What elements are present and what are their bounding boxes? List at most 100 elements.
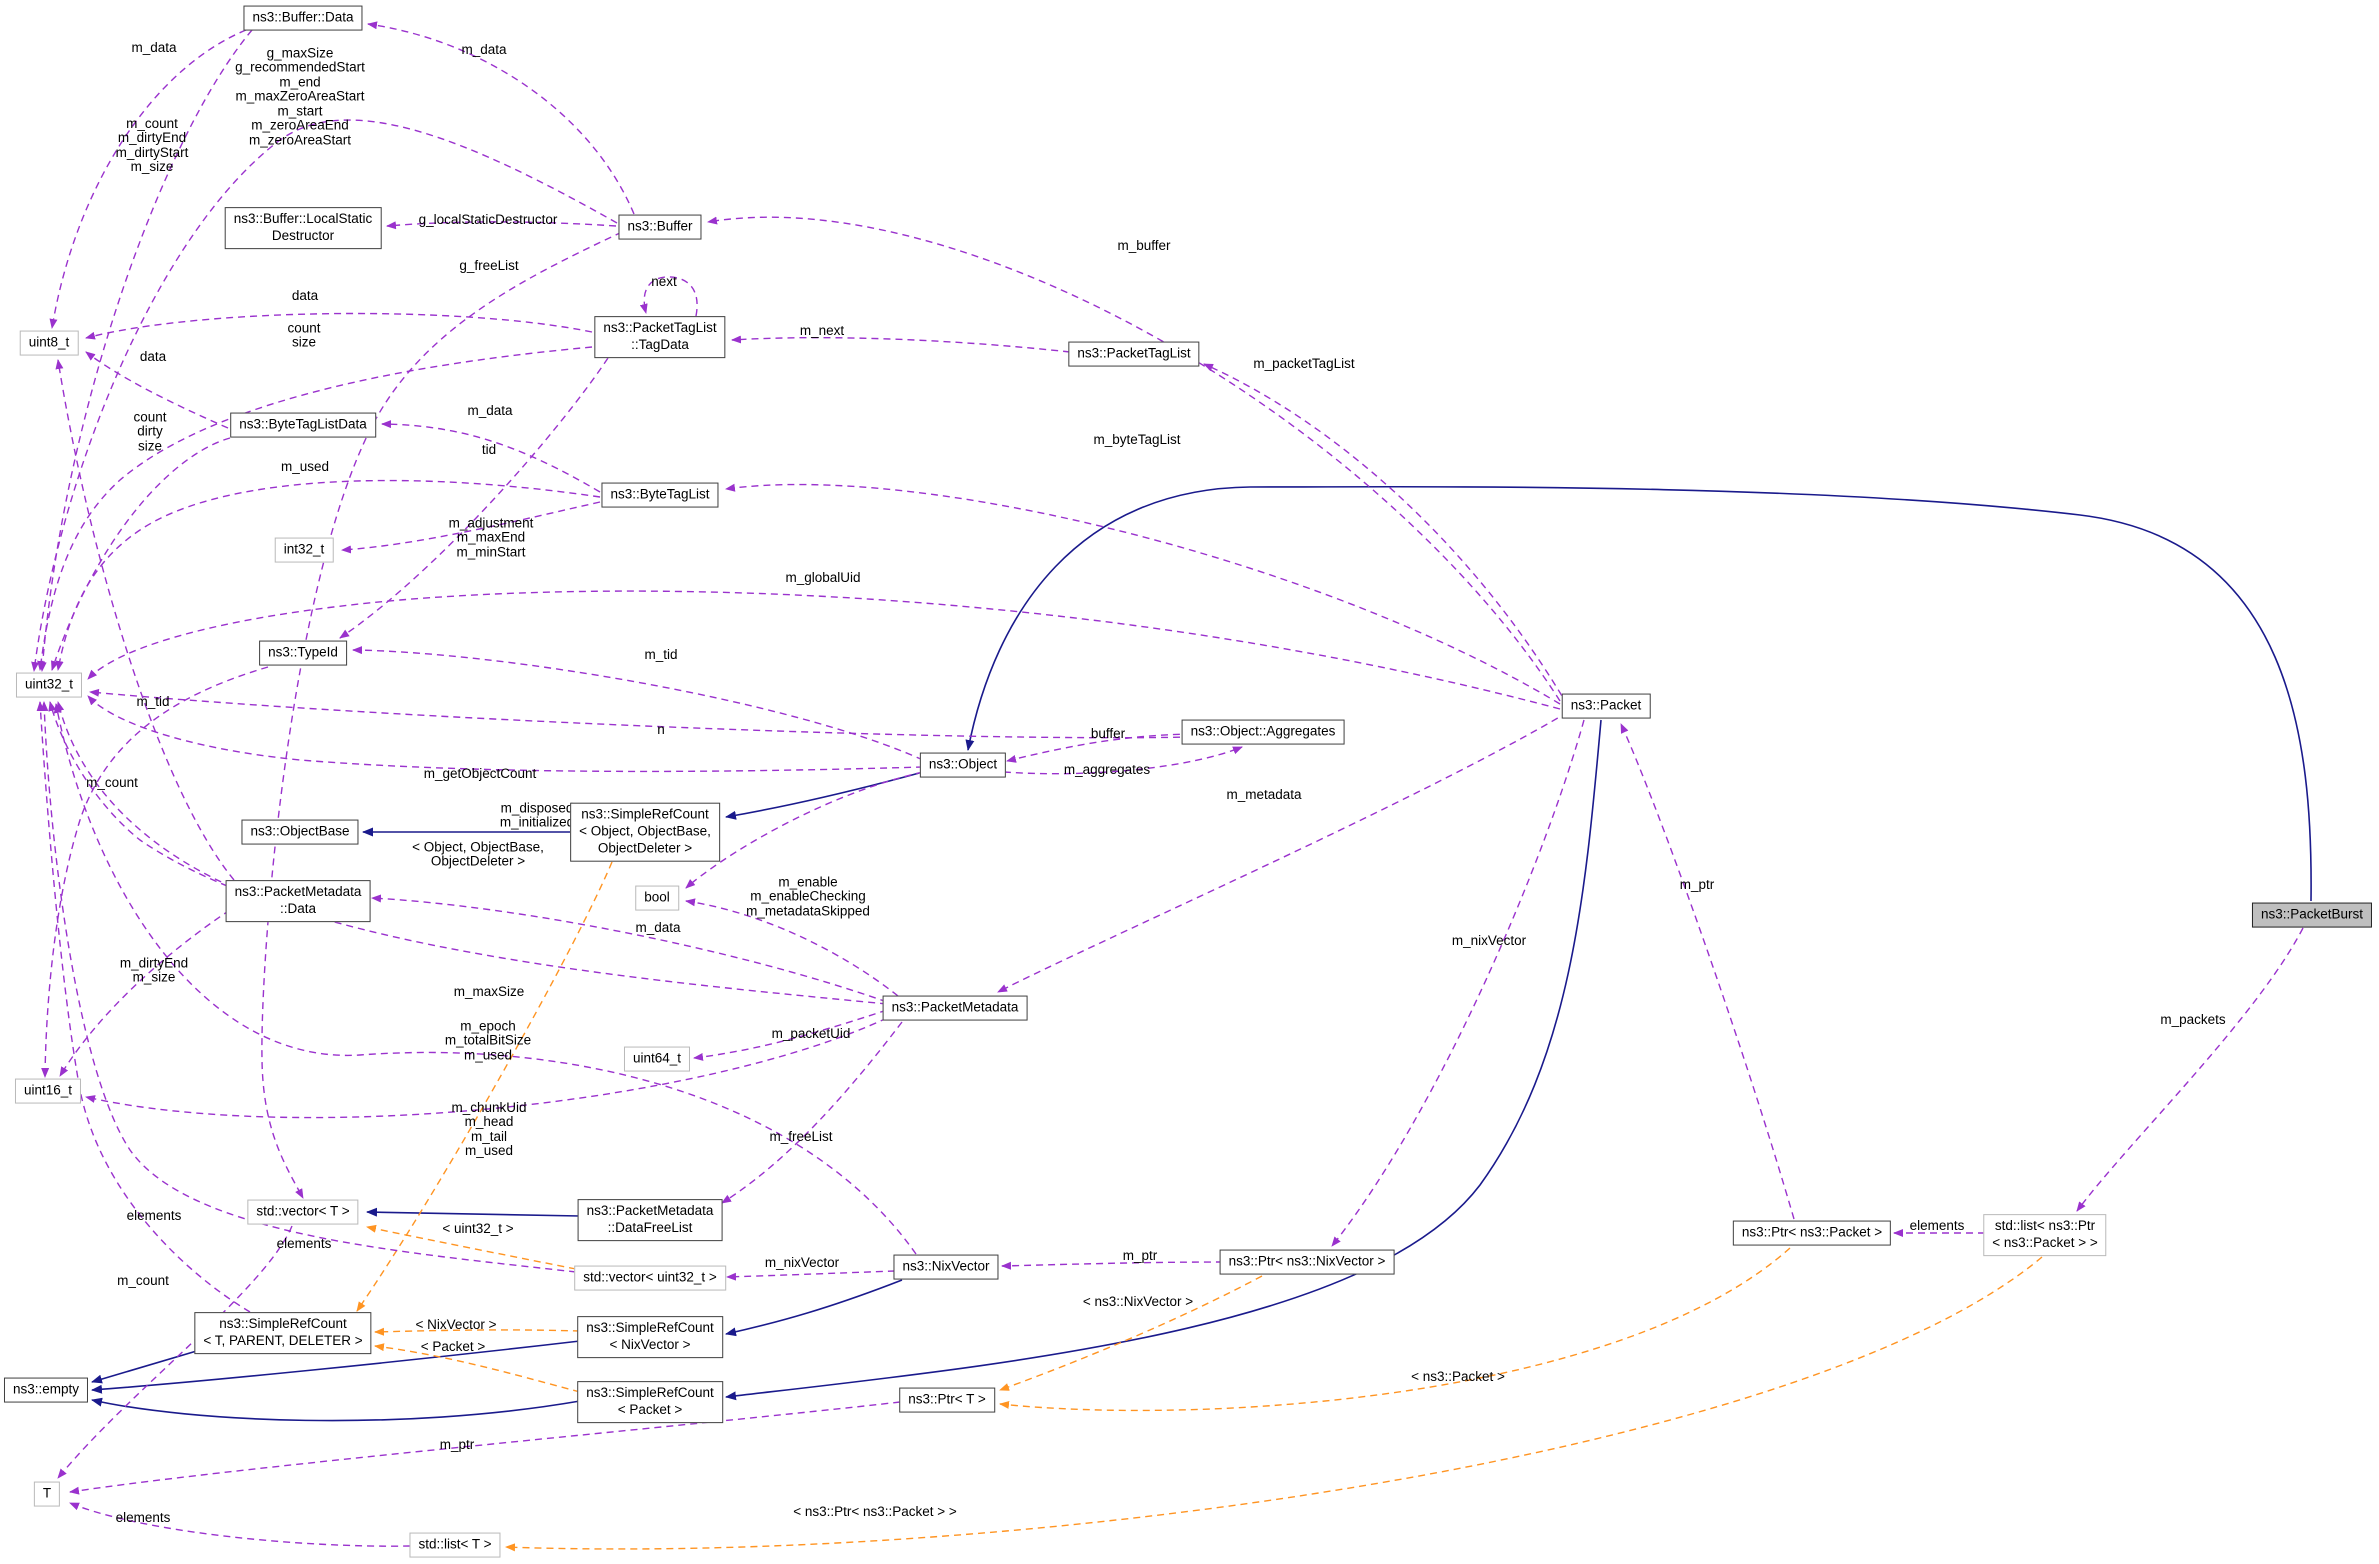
node-objectbase[interactable]: ns3::ObjectBase	[241, 819, 359, 845]
edge-label-m-count-srctpd: m_count	[117, 1272, 169, 1288]
edge-listptr-to-listt-template	[505, 1256, 2043, 1552]
edge-label-m-data-bytetaglist: m_data	[467, 402, 513, 418]
edge-packet-to-uint32-globaluid	[87, 590, 1561, 710]
node-packetmetadata-datafreelist[interactable]: ns3::PacketMetadata ::DataFreeList	[577, 1199, 723, 1241]
node-packettaglist-tagdata[interactable]: ns3::PacketTagList ::TagData	[594, 316, 726, 358]
edge-label-count-size: count size	[287, 320, 321, 350]
edge-srcpacket-to-empty	[91, 1397, 581, 1422]
edge-label-m-aggregates: m_aggregates	[1063, 761, 1151, 777]
edge-bytetaglist-to-uint32	[55, 479, 601, 671]
edge-object-to-bool	[685, 771, 924, 889]
node-packet[interactable]: ns3::Packet	[1561, 693, 1651, 719]
edge-label-m-nixvector-vector: m_nixVector	[764, 1254, 840, 1270]
node-t: T	[33, 1481, 61, 1507]
node-buffer-data[interactable]: ns3::Buffer::Data	[243, 5, 363, 31]
node-simplerefcount-packet[interactable]: ns3::SimpleRefCount < Packet >	[577, 1381, 723, 1423]
edge-srctpd-to-uint32	[36, 701, 251, 1313]
node-packetmetadata-data[interactable]: ns3::PacketMetadata ::Data	[225, 880, 371, 922]
edge-ptrt-to-t	[69, 1401, 901, 1495]
edge-label-m-freelist: m_freeList	[769, 1128, 833, 1144]
node-typeid[interactable]: ns3::TypeId	[259, 640, 347, 666]
edge-buffer-to-vector-freelist	[261, 231, 623, 1199]
edge-label-m-adjustment: m_adjustment m_maxEnd m_minStart	[448, 515, 534, 560]
edge-packetmetadata-to-datafreelist	[721, 1021, 903, 1204]
edge-aggregates-to-object	[1006, 733, 1193, 763]
edge-label-m-used: m_used	[280, 458, 330, 474]
edge-pmddata-to-uint16	[59, 909, 231, 1077]
edge-typeid-to-uint16	[41, 666, 269, 1078]
node-packetmetadata[interactable]: ns3::PacketMetadata	[882, 995, 1028, 1021]
node-buffer[interactable]: ns3::Buffer	[618, 214, 702, 240]
edge-label-m-dirtyend-size: m_dirtyEnd m_size	[119, 955, 189, 985]
node-empty[interactable]: ns3::empty	[3, 1377, 89, 1403]
edge-bufferdata-to-uint8	[49, 29, 247, 329]
node-std-vector-t: std::vector< T >	[247, 1199, 359, 1225]
edge-packet-to-srcpacket	[725, 719, 1602, 1401]
edge-srcnix-to-srctpd-template	[374, 1327, 581, 1336]
edge-packetburst-to-object	[965, 485, 2312, 902]
node-bool: bool	[635, 885, 679, 911]
node-uint8-t: uint8_t	[19, 330, 79, 356]
edge-nixvector-to-srcnix	[725, 1279, 903, 1337]
edge-label-m-ptr-nixvector: m_ptr	[1122, 1247, 1158, 1263]
edge-buffer-to-bufferdata	[367, 21, 635, 215]
edge-ptrpacket-to-packet	[1620, 723, 1795, 1220]
node-std-list-t: std::list< T >	[409, 1532, 501, 1558]
edge-label-m-count-pmddata: m_count	[86, 774, 138, 790]
edge-label-m-enable: m_enable m_enableChecking m_metadataSkip…	[746, 874, 870, 919]
edge-srcpacket-to-srctpd-template	[374, 1343, 581, 1393]
edge-object-to-aggregates	[1003, 746, 1243, 775]
node-uint16-t: uint16_t	[14, 1078, 82, 1104]
node-object[interactable]: ns3::Object	[919, 752, 1007, 778]
edge-packetmetadata-to-bool	[685, 898, 899, 997]
edge-label-m-nixvector-packet: m_nixVector	[1451, 932, 1527, 948]
edge-object-to-uint32-getobjectcount	[87, 695, 924, 773]
edge-label-data-bytetaglistdata: data	[139, 348, 167, 364]
node-nixvector[interactable]: ns3::NixVector	[893, 1254, 999, 1280]
edge-label-template-listptrpacket: < ns3::Ptr< ns3::Packet > >	[793, 1503, 957, 1519]
edge-label-buffer-aggregates: buffer	[1090, 725, 1126, 741]
edge-label-bufferdata-uint32-members: m_count m_dirtyEnd m_dirtyStart m_size	[115, 116, 189, 175]
edge-label-m-packetuid: m_packetUid	[771, 1025, 851, 1041]
edge-packetmetadata-to-uint32-maxsize	[48, 701, 888, 1005]
node-simplerefcount-nixvector[interactable]: ns3::SimpleRefCount < NixVector >	[577, 1316, 723, 1358]
node-simplerefcount-tpd[interactable]: ns3::SimpleRefCount < T, PARENT, DELETER…	[194, 1312, 372, 1354]
edge-packetmetadata-to-uint16	[85, 1017, 888, 1119]
edge-vectoru32-to-vector-template	[366, 1224, 577, 1270]
edge-label-m-globaluid: m_globalUid	[785, 569, 861, 585]
node-bytetaglist[interactable]: ns3::ByteTagList	[601, 482, 719, 508]
node-object-aggregates[interactable]: ns3::Object::Aggregates	[1181, 719, 1345, 745]
edge-label-m-next: m_next	[799, 322, 845, 338]
edge-packet-to-packettaglist	[1203, 363, 1569, 707]
node-packettaglist[interactable]: ns3::PacketTagList	[1068, 341, 1200, 367]
edge-tagdata-self-next	[639, 276, 698, 317]
edge-label-m-tid-object: m_tid	[644, 646, 678, 662]
edge-bytetaglist-to-bytetaglistdata	[381, 420, 601, 493]
edge-ptrnix-to-nixvector	[1001, 1261, 1224, 1270]
edge-tagdata-to-uint32	[37, 346, 593, 671]
edge-label-tid: tid	[481, 441, 497, 457]
edge-label-m-data-buffer: m_data	[461, 41, 507, 57]
node-std-vector-uint32: std::vector< uint32_t >	[574, 1265, 726, 1291]
edge-label-elements-listt: elements	[115, 1509, 171, 1525]
edge-label-buffer-uint32-members: g_maxSize g_recommendedStart m_end m_max…	[235, 45, 365, 148]
edge-label-template-uint32: < uint32_t >	[442, 1220, 514, 1236]
node-ptr-nixvector[interactable]: ns3::Ptr< ns3::NixVector >	[1219, 1249, 1395, 1275]
edge-label-elements-vectoru32: elements	[126, 1207, 182, 1223]
node-bytetaglistdata[interactable]: ns3::ByteTagListData	[230, 412, 376, 438]
edge-buffer-to-localstatic	[386, 221, 617, 230]
edge-object-to-srcobject	[725, 771, 924, 820]
edge-label-m-packets: m_packets	[2160, 1011, 2226, 1027]
edge-label-m-buffer: m_buffer	[1117, 237, 1171, 253]
node-simplerefcount-object[interactable]: ns3::SimpleRefCount < Object, ObjectBase…	[570, 802, 720, 862]
node-ptr-packet[interactable]: ns3::Ptr< ns3::Packet >	[1732, 1220, 1892, 1246]
edge-label-m-ptr-packet: m_ptr	[1679, 876, 1715, 892]
node-buffer-localstatic-destructor[interactable]: ns3::Buffer::LocalStatic Destructor	[224, 207, 382, 249]
edge-label-g-freelist: g_freeList	[459, 257, 519, 273]
node-ptr-t[interactable]: ns3::Ptr< T >	[899, 1387, 995, 1413]
edge-packetmetadata-to-pmddata	[371, 894, 888, 1003]
edge-packetburst-to-listptr	[2076, 927, 2304, 1212]
edge-label-m-data-bufferdata: m_data	[131, 39, 177, 55]
edge-tagdata-to-uint8	[85, 312, 593, 340]
